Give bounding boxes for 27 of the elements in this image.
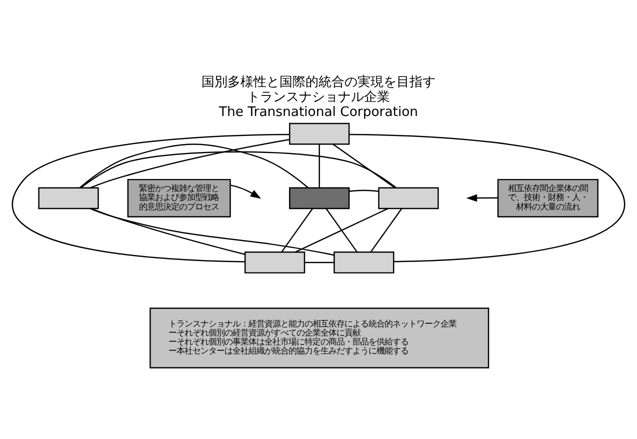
arrow: [230, 184, 262, 198]
node-box: [289, 122, 350, 144]
node-box: [244, 251, 306, 273]
connector: [90, 207, 246, 255]
connector: [80, 150, 396, 188]
connector: [294, 207, 388, 252]
connector: [349, 133, 624, 262]
connector: [12, 133, 290, 262]
node-box: [38, 186, 99, 209]
connector: [304, 261, 334, 263]
connector: [370, 208, 402, 252]
connector: [90, 207, 334, 256]
connector: [326, 208, 358, 252]
connector: [332, 143, 396, 188]
node-box: [334, 251, 394, 273]
node-box: [289, 186, 350, 209]
connector: [349, 189, 379, 192]
connector: [318, 144, 320, 188]
diagram-title: 国別多様性と国際的統合の実現を目指すトランスナショナル企業 The Transnational Corporation: [202, 74, 436, 120]
connector: [281, 208, 314, 252]
connector: [79, 143, 308, 188]
node-box: 緊密かつ複雑な管理と協業および参加型戦略的意思決定のプロセス: [127, 178, 231, 217]
arrow: [466, 194, 498, 202]
connector: [90, 138, 290, 188]
node-box: 相互依存間企業体の間で、技術・財務・人・材料の大量の流れ: [497, 178, 598, 217]
node-box: [378, 186, 439, 209]
node-box: トランスナショナル：経営資源と能力の相互依存による統合的ネットワーク企業 ーそれぞれ個別の経営資源がすべての企業全体に貢献 ーそれぞれ個別の事業体は全社市場に特定の商品・部品を供給する ー本社センターは全社組織が統合的協力を生みだすように機能する: [150, 307, 490, 368]
